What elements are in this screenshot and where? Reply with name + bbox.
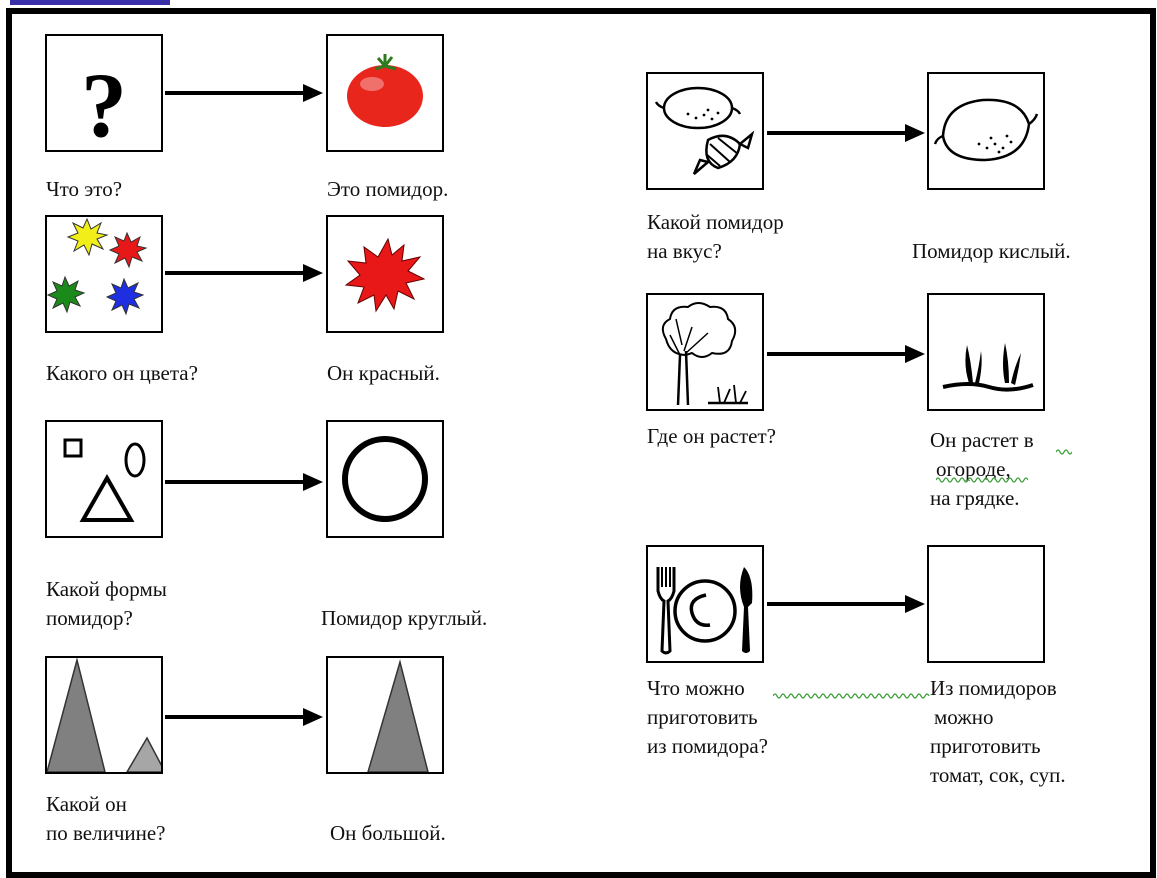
label-answer-6: Из помидоров можно приготовить томат, со… (930, 676, 1066, 787)
label-answer-5: Он растет в огороде, на грядке. (930, 428, 1034, 510)
label-answer-2: Помидор круглый. (321, 606, 488, 630)
card-question-taste (646, 72, 764, 190)
arrow-right-icon (165, 708, 323, 726)
label-answer-4: Помидор кислый. (912, 239, 1071, 263)
lemon-outline (662, 86, 734, 130)
label-question-3: Какой он по величине? (46, 792, 166, 845)
card-question-color (45, 215, 163, 333)
spellcheck-squiggle (773, 693, 930, 699)
circle-icon (342, 436, 428, 522)
lemon-candy-icon (654, 86, 755, 175)
top-title-fragment (10, 0, 170, 5)
red-blot-icon (344, 237, 426, 313)
svg-text:?: ? (81, 54, 127, 150)
label-question-5: Где он растет? (647, 424, 776, 448)
tree-trunk (676, 350, 690, 406)
sprouts-icon (942, 343, 1034, 392)
label-question-6: Что можно приготовить из помидора? (647, 676, 768, 758)
card-answer-sour (927, 72, 1045, 190)
tomato-stem (374, 54, 397, 71)
small-triangle (79, 473, 135, 522)
card-question-cook (646, 545, 764, 663)
empty-card-icon (929, 547, 1043, 661)
card-answer-tomato (326, 34, 444, 152)
plate (673, 579, 737, 643)
arrow-right-icon (165, 264, 323, 282)
label-question-2: Какой формы помидор? (46, 577, 167, 630)
blot-green (47, 275, 86, 314)
card-question-what: ? (45, 34, 163, 152)
tree-crown (661, 302, 737, 358)
spellcheck-squiggle (936, 477, 1028, 483)
card-answer-empty (927, 545, 1045, 663)
blot-blue (105, 277, 145, 316)
small-oval (124, 442, 146, 478)
question-mark-icon: ? (81, 54, 127, 150)
shapes-icon (63, 438, 146, 522)
color-blots-icon (47, 217, 148, 316)
label-question-0: Что это? (46, 177, 123, 201)
card-answer-big (326, 656, 444, 774)
candy-body (705, 134, 742, 170)
card-answer-garden (927, 293, 1045, 411)
knife (740, 567, 753, 653)
label-question-1: Какого он цвета? (46, 361, 198, 385)
arrow-right-icon (165, 473, 323, 491)
fork (656, 567, 676, 655)
red-blot-shape (344, 237, 426, 313)
tree-garden-icon (661, 302, 748, 406)
spellcheck-squiggle (1056, 449, 1072, 455)
card-answer-red (326, 215, 444, 333)
lemon-icon (933, 98, 1039, 162)
arrow-right-icon (767, 345, 925, 363)
label-answer-1: Он красный. (327, 361, 440, 385)
garden-bed (942, 382, 1034, 392)
card-question-where (646, 293, 764, 411)
small-plants (717, 384, 747, 404)
sprout-left (965, 345, 982, 383)
tomato-body (347, 65, 423, 127)
blot-yellow (66, 217, 109, 257)
small-square (63, 438, 83, 458)
arrow-right-icon (165, 84, 323, 102)
big-gray-triangle (47, 658, 106, 772)
size-triangles-icon (47, 658, 161, 772)
top-strip (0, 0, 1157, 6)
tomato-icon (347, 54, 423, 127)
blot-red (108, 231, 148, 269)
candy-wrapper-ends (692, 130, 755, 175)
sprout-right (1003, 343, 1021, 385)
label-question-4: Какой помидор на вкус? (647, 210, 784, 263)
lemon-dots (686, 108, 720, 121)
plate-cutlery-icon (656, 567, 753, 655)
arrow-right-icon (767, 595, 925, 613)
card-question-shape (45, 420, 163, 538)
label-answer-3: Он большой. (330, 821, 446, 845)
tomato-highlight (360, 77, 384, 91)
small-gray-triangle (126, 736, 161, 772)
big-triangle-icon (367, 659, 429, 772)
card-answer-circle (326, 420, 444, 538)
label-answer-0: Это помидор. (327, 177, 449, 201)
card-question-size (45, 656, 163, 774)
arrow-right-icon (767, 124, 925, 142)
